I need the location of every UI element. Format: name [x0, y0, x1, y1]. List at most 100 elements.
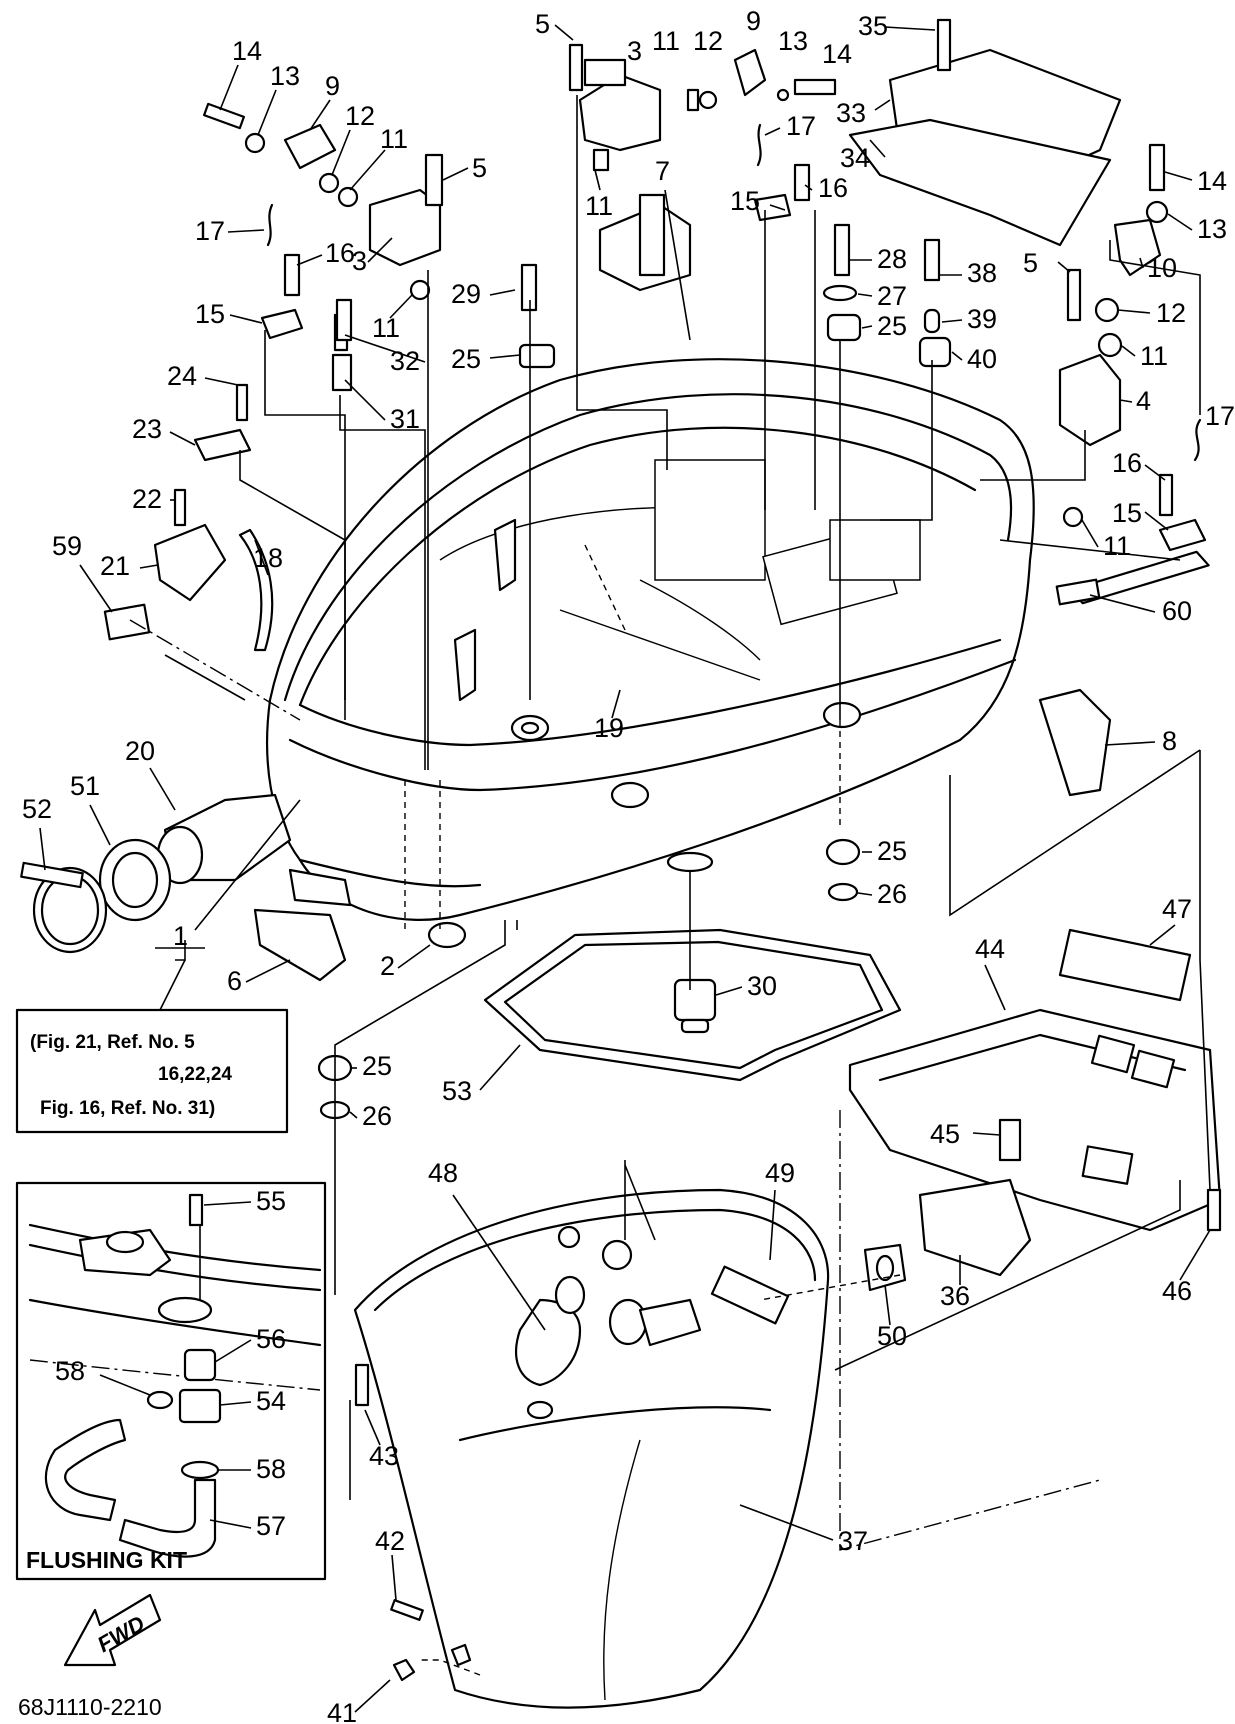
callout-51: 51	[70, 771, 100, 801]
callout-15: 15	[730, 186, 760, 216]
callout-60: 60	[1162, 596, 1192, 626]
callout-20: 20	[125, 736, 155, 766]
callout-labels: 5 3 11 12 9 13 14 35 33 34 17 11 7 15 16…	[22, 6, 1235, 1724]
callout-12: 12	[1156, 298, 1186, 328]
callout-26: 26	[877, 879, 907, 909]
callout-58: 58	[256, 1454, 286, 1484]
callout-8: 8	[1162, 726, 1177, 756]
callout-49: 49	[765, 1158, 795, 1188]
seal-gasket	[483, 928, 902, 1082]
callout-38: 38	[967, 258, 997, 288]
callout-7: 7	[655, 156, 670, 186]
flushing-kit-title: FLUSHING KIT	[26, 1547, 187, 1573]
callout-15: 15	[195, 299, 225, 329]
callout-4: 4	[1136, 386, 1151, 416]
callout-21: 21	[100, 551, 130, 581]
callout-5: 5	[472, 153, 487, 183]
callout-45: 45	[930, 1119, 960, 1149]
callout-41: 41	[327, 1698, 357, 1724]
callout-11: 11	[372, 313, 400, 343]
reference-note-line3: Fig. 16, Ref. No. 31)	[40, 1098, 215, 1119]
callout-leaders	[39, 24, 1211, 1713]
callout-11: 11	[585, 191, 613, 221]
callout-16: 16	[818, 173, 848, 203]
callout-14: 14	[822, 39, 852, 69]
top-center-parts	[335, 18, 1122, 369]
callout-14: 14	[232, 36, 262, 66]
callout-43: 43	[369, 1441, 399, 1471]
callout-6: 6	[227, 966, 242, 996]
callout-44: 44	[975, 934, 1005, 964]
callout-53: 53	[442, 1076, 472, 1106]
callout-11: 11	[1140, 341, 1168, 371]
callout-34: 34	[840, 143, 870, 173]
callout-16: 16	[1112, 448, 1142, 478]
callout-16: 16	[325, 238, 355, 268]
callout-3: 3	[627, 36, 642, 66]
flushing-kit-inset: FLUSHING KIT	[15, 1181, 327, 1581]
callout-56: 56	[256, 1324, 286, 1354]
callout-48: 48	[428, 1158, 458, 1188]
assembly-lines	[129, 95, 1211, 1676]
callout-17: 17	[195, 216, 225, 246]
callout-5: 5	[535, 9, 550, 39]
diagram-code: 68J1110-2210	[18, 1694, 162, 1720]
callout-25: 25	[362, 1051, 392, 1081]
callout-35: 35	[858, 11, 888, 41]
apron-lower-cover	[353, 1188, 907, 1709]
callout-13: 13	[1197, 214, 1227, 244]
callout-23: 23	[132, 414, 162, 444]
callout-59: 59	[52, 531, 82, 561]
callout-25: 25	[877, 836, 907, 866]
callout-58: 58	[55, 1356, 85, 1386]
callout-40: 40	[967, 344, 997, 374]
callout-14: 14	[1197, 166, 1227, 196]
callout-11: 11	[1103, 531, 1131, 561]
callout-13: 13	[270, 61, 300, 91]
callout-50: 50	[877, 1321, 907, 1351]
callout-11: 11	[652, 26, 680, 56]
callout-31: 31	[390, 404, 420, 434]
callout-25: 25	[451, 344, 481, 374]
callout-32: 32	[390, 346, 420, 376]
callout-24: 24	[167, 361, 197, 391]
callout-3: 3	[352, 246, 367, 276]
callout-12: 12	[345, 101, 375, 131]
mount-bracket	[848, 928, 1222, 1277]
callout-26: 26	[362, 1101, 392, 1131]
callout-57: 57	[256, 1511, 286, 1541]
callout-25: 25	[877, 311, 907, 341]
callout-5: 5	[1023, 248, 1038, 278]
callout-19: 19	[594, 713, 624, 743]
bottom-cowling	[266, 358, 1035, 921]
callout-27: 27	[877, 281, 907, 311]
callout-47: 47	[1162, 894, 1192, 924]
callout-13: 13	[778, 26, 808, 56]
callout-36: 36	[940, 1281, 970, 1311]
callout-52: 52	[22, 794, 52, 824]
callout-33: 33	[836, 98, 866, 128]
reference-note-line2: 16,22,24	[158, 1064, 232, 1085]
reference-note-line1: (Fig. 21, Ref. No. 5	[30, 1032, 195, 1053]
callout-37: 37	[838, 1526, 868, 1556]
callout-55: 55	[256, 1186, 286, 1216]
callout-17: 17	[1205, 401, 1235, 431]
callout-22: 22	[132, 484, 162, 514]
callout-28: 28	[877, 244, 907, 274]
callout-42: 42	[375, 1526, 405, 1556]
callout-10: 10	[1147, 253, 1177, 283]
callout-1: 1	[173, 921, 188, 951]
callout-2: 2	[380, 951, 395, 981]
right-side-parts	[822, 143, 1210, 797]
callout-9: 9	[325, 71, 340, 101]
callout-15: 15	[1112, 498, 1142, 528]
callout-9: 9	[746, 6, 761, 36]
callout-12: 12	[693, 26, 723, 56]
left-bracket-assembly	[103, 102, 444, 652]
callout-54: 54	[256, 1386, 286, 1416]
callout-39: 39	[967, 304, 997, 334]
callout-29: 29	[451, 279, 481, 309]
callout-11: 11	[380, 124, 408, 154]
reference-note-box: (Fig. 21, Ref. No. 5 16,22,24 Fig. 16, R…	[15, 940, 289, 1134]
